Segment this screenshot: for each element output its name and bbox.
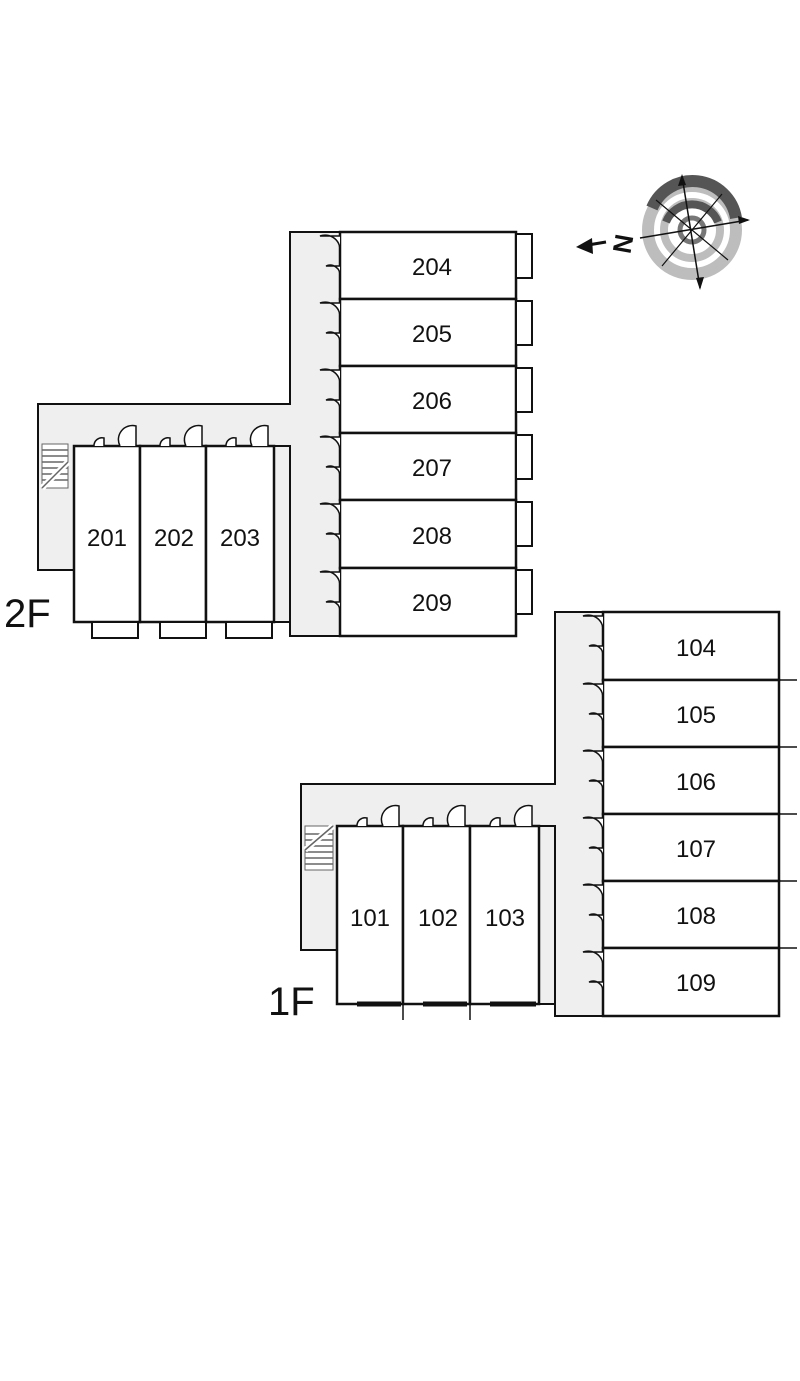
unit-209: 209 bbox=[319, 566, 533, 638]
unit-205: 205 bbox=[319, 297, 533, 368]
compass-north-label: N bbox=[607, 232, 640, 256]
unit-109: 109 bbox=[582, 946, 781, 1018]
unit-label: 107 bbox=[676, 836, 716, 863]
unit-208: 208 bbox=[319, 498, 533, 570]
unit-label: 103 bbox=[485, 905, 525, 932]
unit-label: 109 bbox=[676, 970, 716, 997]
unit-101: 101 bbox=[335, 804, 405, 1007]
unit-107: 107 bbox=[582, 812, 797, 883]
unit-102: 102 bbox=[401, 804, 472, 1020]
unit-label: 208 bbox=[412, 523, 452, 550]
unit-108: 108 bbox=[582, 879, 797, 950]
unit-label: 205 bbox=[412, 321, 452, 348]
floor-label-2f: 2F bbox=[4, 592, 51, 636]
unit-206: 206 bbox=[319, 364, 533, 435]
unit-label: 101 bbox=[350, 905, 390, 932]
unit-label: 104 bbox=[676, 635, 716, 662]
unit-202: 202 bbox=[138, 424, 208, 639]
unit-label: 105 bbox=[676, 702, 716, 729]
unit-203: 203 bbox=[204, 424, 276, 639]
unit-label: 204 bbox=[412, 254, 452, 281]
floor-label-1f: 1F bbox=[268, 980, 315, 1024]
unit-label: 102 bbox=[418, 905, 458, 932]
compass: N bbox=[576, 174, 750, 290]
floor-1f: 101 102 103 104 bbox=[268, 610, 797, 1024]
unit-label: 108 bbox=[676, 903, 716, 930]
unit-label: 206 bbox=[412, 388, 452, 415]
unit-204: 204 bbox=[319, 230, 533, 301]
unit-label: 209 bbox=[412, 590, 452, 617]
unit-207: 207 bbox=[319, 431, 533, 502]
stairs-2f bbox=[39, 443, 71, 491]
unit-105: 105 bbox=[582, 678, 797, 749]
unit-label: 202 bbox=[154, 525, 194, 552]
unit-label: 203 bbox=[220, 525, 260, 552]
unit-106: 106 bbox=[582, 745, 797, 816]
floor-2f: 201 202 203 204 20 bbox=[4, 230, 533, 639]
unit-104: 104 bbox=[582, 610, 797, 682]
unit-103: 103 bbox=[468, 804, 541, 1020]
unit-201: 201 bbox=[72, 424, 142, 639]
unit-label: 106 bbox=[676, 769, 716, 796]
unit-label: 201 bbox=[87, 525, 127, 552]
stairs-1f bbox=[303, 823, 335, 871]
unit-label: 207 bbox=[412, 455, 452, 482]
